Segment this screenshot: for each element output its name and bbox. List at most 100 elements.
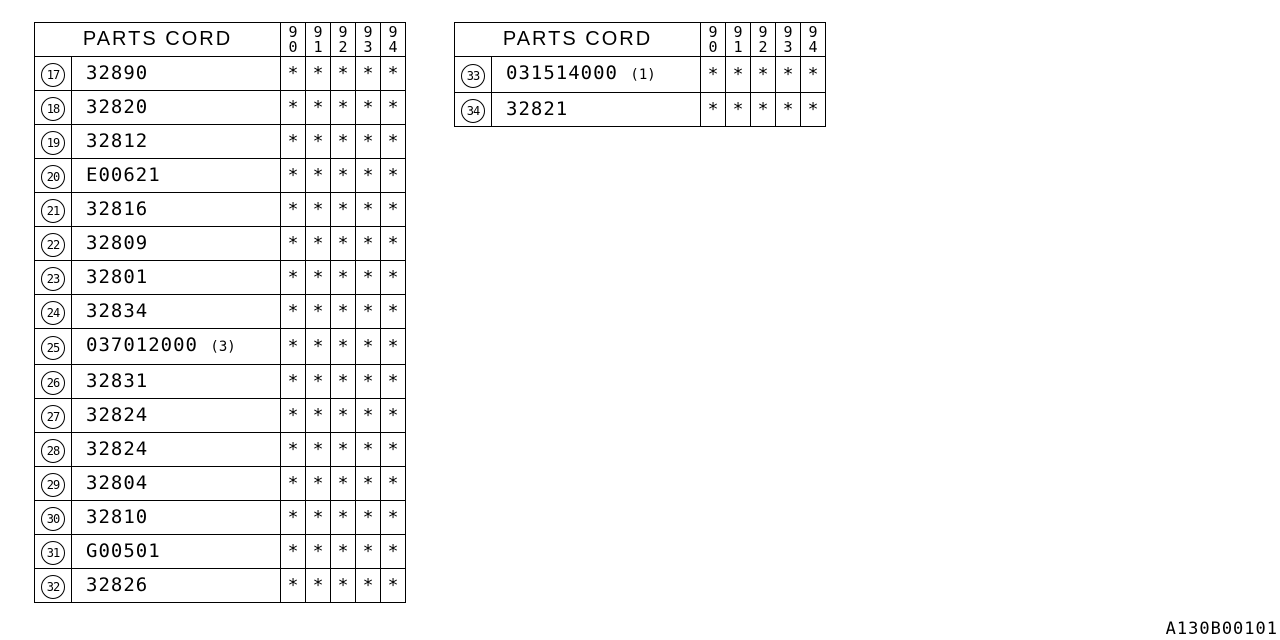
year-digit: 0	[288, 37, 298, 56]
applicability-mark: *	[380, 466, 406, 501]
applicability-mark: *	[355, 158, 381, 193]
applicability-mark: *	[380, 124, 406, 159]
index-number: 23	[41, 266, 65, 291]
applicability-mark: *	[355, 568, 381, 603]
index-number: 31	[41, 540, 65, 565]
year-decade: 9	[733, 22, 743, 41]
applicability-mark: *	[305, 568, 331, 603]
applicability-mark: *	[355, 294, 381, 329]
part-code-cell: 32812	[71, 124, 281, 159]
index-cell: 32	[34, 568, 72, 603]
index-cell: 27	[34, 398, 72, 433]
applicability-mark: *	[355, 90, 381, 125]
part-code: 32821	[506, 98, 569, 120]
year-digit: 2	[338, 37, 348, 56]
applicability-mark: *	[305, 226, 331, 261]
year-digit: 2	[758, 37, 768, 56]
applicability-mark: *	[305, 56, 331, 91]
index-cell: 24	[34, 294, 72, 329]
part-code: 32801	[86, 266, 149, 288]
index-cell: 18	[34, 90, 72, 125]
applicability-mark: *	[380, 192, 406, 227]
applicability-mark: *	[355, 500, 381, 535]
year-digit: 3	[363, 37, 373, 56]
applicability-mark: *	[305, 90, 331, 125]
applicability-mark: *	[330, 398, 356, 433]
applicability-mark: *	[280, 260, 306, 295]
applicability-mark: *	[305, 124, 331, 159]
applicability-mark: *	[280, 192, 306, 227]
part-code: 32831	[86, 370, 149, 392]
part-code-cell: 32826	[71, 568, 281, 603]
year-digit: 3	[783, 37, 793, 56]
applicability-mark: *	[305, 192, 331, 227]
part-code: 32809	[86, 232, 149, 254]
index-number: 18	[41, 96, 65, 121]
part-code-cell: 32831	[71, 364, 281, 399]
applicability-mark: *	[330, 364, 356, 399]
applicability-mark: *	[305, 328, 331, 365]
index-number: 33	[461, 63, 485, 88]
index-number: 26	[41, 370, 65, 395]
applicability-mark: *	[280, 398, 306, 433]
applicability-mark: *	[380, 364, 406, 399]
part-code-cell: 32809	[71, 226, 281, 261]
part-code: 32890	[86, 62, 149, 84]
index-number: 34	[461, 98, 485, 123]
applicability-mark: *	[330, 568, 356, 603]
year-digit: 4	[808, 37, 818, 56]
applicability-mark: *	[355, 398, 381, 433]
applicability-mark: *	[355, 192, 381, 227]
applicability-mark: *	[280, 90, 306, 125]
index-cell: 25	[34, 328, 72, 365]
applicability-mark: *	[775, 92, 801, 127]
applicability-mark: *	[750, 56, 776, 93]
applicability-mark: *	[380, 260, 406, 295]
applicability-mark: *	[330, 534, 356, 569]
part-code-cell: 031514000 (1)	[491, 56, 701, 93]
index-cell: 30	[34, 500, 72, 535]
part-code-cell: 32834	[71, 294, 281, 329]
applicability-mark: *	[280, 466, 306, 501]
year-decade: 9	[288, 22, 298, 41]
year-decade: 9	[783, 22, 793, 41]
applicability-mark: *	[330, 226, 356, 261]
applicability-mark: *	[380, 398, 406, 433]
part-code-cell: G00501	[71, 534, 281, 569]
year-decade: 9	[313, 22, 323, 41]
part-code-cell: 32816	[71, 192, 281, 227]
part-code-cell: 32810	[71, 500, 281, 535]
applicability-mark: *	[355, 124, 381, 159]
index-cell: 34	[454, 92, 492, 127]
part-code: 32820	[86, 96, 149, 118]
applicability-mark: *	[800, 92, 826, 127]
applicability-mark: *	[330, 90, 356, 125]
applicability-mark: *	[280, 328, 306, 365]
applicability-mark: *	[280, 364, 306, 399]
applicability-mark: *	[305, 260, 331, 295]
applicability-mark: *	[330, 192, 356, 227]
applicability-mark: *	[380, 158, 406, 193]
index-number: 32	[41, 574, 65, 599]
applicability-mark: *	[355, 432, 381, 467]
part-code-cell: 037012000 (3)	[71, 328, 281, 365]
part-code: 32812	[86, 130, 149, 152]
index-number: 27	[41, 404, 65, 429]
